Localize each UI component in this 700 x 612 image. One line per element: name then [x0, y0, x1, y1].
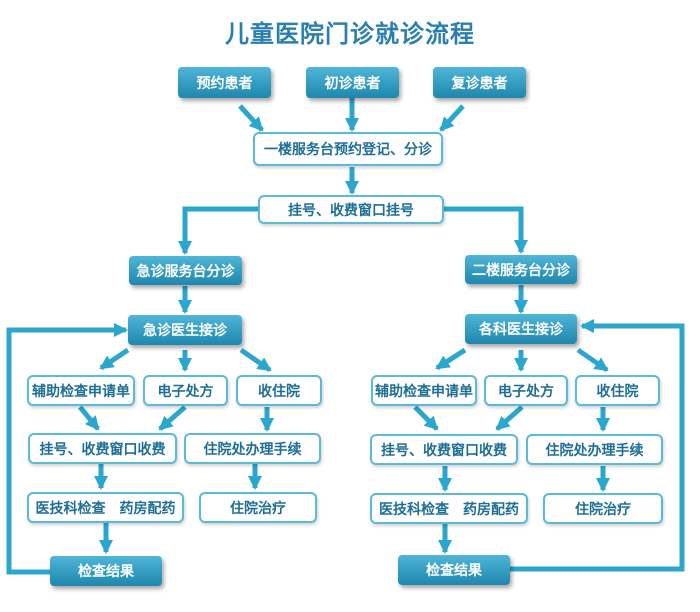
left-admission-box: 收住院	[236, 375, 322, 406]
arrow	[439, 104, 465, 132]
arrow	[444, 206, 528, 254]
left-exam-pharmacy-box: 医技科检查 药房配药	[27, 492, 184, 523]
left-prescription-box: 电子处方	[143, 375, 228, 406]
arrow	[435, 347, 467, 371]
service-desk-1f-box: 一楼服务台预约登记、分诊	[253, 132, 443, 166]
triage-2f-box: 二楼服务台分诊	[465, 255, 577, 284]
arrow	[78, 405, 100, 431]
page-title: 儿童医院门诊就诊流程	[225, 20, 475, 48]
left-exam-request-box: 辅助检查申请单	[27, 375, 135, 406]
emergency-triage-box: 急诊服务台分诊	[129, 256, 242, 285]
right-result-box: 检查结果	[398, 555, 510, 585]
emergency-doctor-box: 急诊医生接诊	[128, 315, 242, 345]
left-payment-box: 挂号、收费窗口收费	[28, 433, 177, 464]
right-admission-procedure-box: 住院处办理手续	[526, 434, 663, 465]
first-visit-patient-box: 初诊患者	[306, 67, 399, 98]
arrow	[158, 405, 187, 431]
arrow	[413, 405, 439, 431]
arrow	[238, 104, 264, 132]
arrow	[6, 323, 128, 575]
arrow	[99, 347, 130, 371]
dept-doctor-box: 各科医生接诊	[465, 314, 577, 344]
right-payment-box: 挂号、收费窗口收费	[370, 434, 518, 465]
left-admission-procedure-box: 住院处办理手续	[184, 433, 321, 464]
appointment-patient-box: 预约患者	[178, 67, 271, 98]
right-admission-box: 收住院	[575, 375, 660, 406]
arrow	[178, 206, 258, 255]
right-exam-pharmacy-box: 医技科检查 药房配药	[370, 493, 528, 524]
left-treatment-box: 住院治疗	[199, 492, 317, 523]
return-visit-patient-box: 复诊患者	[433, 67, 526, 98]
right-treatment-box: 住院治疗	[543, 493, 663, 524]
right-prescription-box: 电子处方	[484, 375, 568, 406]
arrow	[576, 347, 609, 373]
arrow	[510, 319, 685, 572]
right-exam-request-box: 辅助检查申请单	[371, 375, 477, 406]
arrow	[239, 347, 272, 373]
registration-box: 挂号、收费窗口挂号	[258, 195, 444, 224]
arrow	[495, 405, 524, 431]
left-result-box: 检查结果	[50, 556, 162, 586]
